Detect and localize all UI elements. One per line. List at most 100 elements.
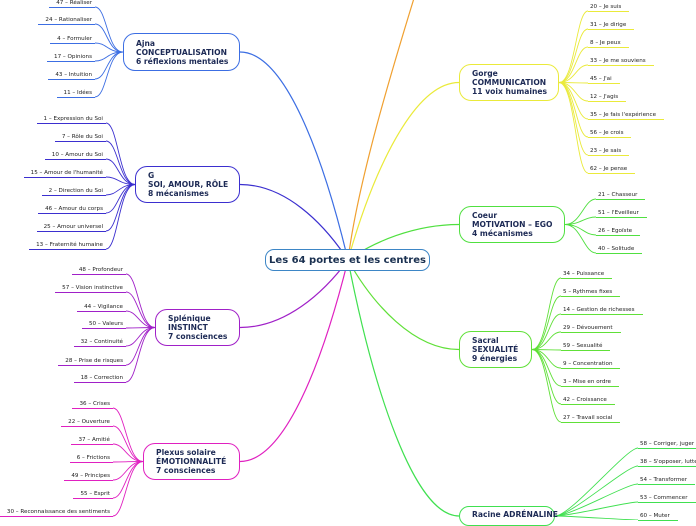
leaf-spleen-5[interactable]: 32 – Continuité [74,338,126,347]
topic-sacral-line-3: 9 énergies [472,354,518,363]
topic-coeur-line-1: Coeur [472,211,498,220]
leaf-coeur-2[interactable]: 51 – l'Eveilleur [596,209,647,218]
leaf-sacral-1[interactable]: 34 – Puissance [561,270,612,279]
leaf-g-3[interactable]: 10 – Amour du Soi [45,151,106,160]
leaf-gorge-3[interactable]: 8 – Je peux [588,39,629,48]
leaf-sacral-2[interactable]: 5 – Rythmes fixes [561,288,620,297]
leaf-sacral-6[interactable]: 9 – Concentration [561,360,620,369]
leaf-gorge-7[interactable]: 35 – Je fais l'expérience [588,111,664,120]
link-plexus-leaf-7 [112,461,144,517]
link-plexus-leaf-2 [112,425,144,462]
leaf-ajna-2[interactable]: 24 – Rationaliser [38,16,95,25]
leaf-coeur-3[interactable]: 26 – Egoïste [596,227,640,236]
leaf-gorge-9[interactable]: 23 – Je sais [588,147,629,156]
leaf-ajna-5[interactable]: 43 – Intuition [48,71,95,80]
leaf-gorge-5[interactable]: 45 – J'ai [588,75,620,84]
topic-splenique-line-2: INSTINCT [168,323,208,332]
topic-splenique[interactable]: Splénique INSTINCT 7 consciences [155,309,240,346]
leaf-g-2[interactable]: 7 – Rôle du Soi [55,133,106,142]
leaf-g-8[interactable]: 13 – Fraternité humaine [29,241,106,250]
leaf-coeur-4[interactable]: 40 – Solitude [596,245,642,254]
leaf-racine-3[interactable]: 54 – Transformer [638,476,695,485]
link-sacral-leaf-9 [531,349,562,423]
link-coeur-leaf-1 [564,198,597,225]
leaf-sacral-9[interactable]: 27 – Travail social [561,414,620,423]
leaf-spleen-6[interactable]: 28 – Prise de risques [58,357,126,366]
leaf-sacral-5[interactable]: 59 – Sexualité [561,342,610,351]
leaf-g-7[interactable]: 25 – Amour universel [37,223,106,232]
leaf-plexus-2[interactable]: 22 – Ouverture [61,418,113,427]
central-topic-label: Les 64 portes et les centres [269,254,426,266]
leaf-plexus-6[interactable]: 55 – Esprit [73,490,113,499]
link-gorge-leaf-4 [558,64,589,83]
link-spleen-leaf-6 [125,327,156,366]
leaf-plexus-5[interactable]: 49 – Principes [64,472,113,481]
leaf-spleen-4[interactable]: 50 – Valeurs [82,320,126,329]
link-center-spleen [239,259,349,329]
topic-gorge[interactable]: Gorge COMMUNICATION 11 voix humaines [459,64,559,101]
leaf-gorge-4[interactable]: 33 – Je me souviens [588,57,654,66]
topic-sacral-line-1: Sacral [472,336,499,345]
leaf-ajna-1[interactable]: 47 – Réaliser [49,0,95,8]
topic-gorge-line-2: COMMUNICATION [472,78,547,87]
leaf-spleen-1[interactable]: 48 – Profondeur [72,266,126,275]
link-g-leaf-8 [105,184,136,250]
topic-ajna[interactable]: Ajna CONCEPTUALISATION 6 réflexions ment… [123,33,240,71]
leaf-coeur-1[interactable]: 21 – Chasseur [596,191,645,200]
link-center-offscreen [347,0,415,261]
topic-coeur[interactable]: Coeur MOTIVATION – EGO 4 mécanismes [459,206,565,243]
link-gorge-leaf-2 [558,28,589,83]
leaf-ajna-6[interactable]: 11 – Idées [57,89,95,98]
topic-sacral[interactable]: Sacral SEXUALITÉ 9 énergies [459,331,532,368]
link-gorge-leaf-3 [558,46,589,83]
leaf-racine-2[interactable]: 38 – S'opposer, lutter [638,459,696,467]
leaf-g-4[interactable]: 15 – Amour de l'humanité [24,169,106,178]
leaf-plexus-1[interactable]: 36 – Crises [72,400,113,409]
topic-plexus-line-2: ÉMOTIONNALITÉ [156,457,227,466]
leaf-g-6[interactable]: 46 – Amour du corps [38,205,106,214]
link-center-racine [347,259,460,517]
topic-g-line-2: SOI, AMOUR, RÔLE [148,180,229,189]
link-sacral-leaf-2 [531,295,562,350]
leaf-ajna-4[interactable]: 17 – Opinions [47,53,95,62]
leaf-plexus-7[interactable]: 30 – Reconnaissance des sentiments [0,508,113,517]
leaf-gorge-1[interactable]: 20 – Je suis [588,3,629,12]
link-g-leaf-2 [105,140,136,185]
link-g-leaf-1 [105,122,136,185]
leaf-spleen-7[interactable]: 18 – Correction [74,374,126,383]
link-coeur-leaf-3 [564,224,597,236]
leaf-spleen-3[interactable]: 44 – Vigilance [77,303,126,312]
leaf-sacral-3[interactable]: 14 – Gestion de richesses [561,306,643,315]
link-sacral-leaf-4 [531,331,562,350]
leaf-racine-4[interactable]: 53 – Commencer [638,494,696,503]
topic-gorge-line-1: Gorge [472,69,498,78]
leaf-g-5[interactable]: 2 – Direction du Soi [42,187,106,196]
leaf-g-1[interactable]: 1 – Expression du Soi [37,115,106,124]
topic-racine[interactable]: Racine ADRÉNALINE [459,506,558,526]
leaf-plexus-3[interactable]: 37 – Amitié [71,436,113,445]
leaf-racine-1[interactable]: 58 – Corriger, juger [638,441,696,449]
leaf-gorge-6[interactable]: 12 – J'agis [588,93,626,102]
topic-ajna-line-3: 6 réflexions mentales [136,56,229,66]
leaf-gorge-10[interactable]: 62 – Je pense [588,165,635,174]
topic-g-line-3: 8 mécanismes [148,189,209,198]
leaf-gorge-2[interactable]: 31 – Je dirige [588,21,634,30]
central-topic[interactable]: Les 64 portes et les centres [265,249,430,271]
link-ajna-leaf-3 [94,42,124,53]
topic-g[interactable]: G SOI, AMOUR, RÔLE 8 mécanismes [135,166,240,203]
leaf-sacral-4[interactable]: 29 – Dévouement [561,324,621,333]
link-center-g [239,183,349,261]
leaf-plexus-4[interactable]: 6 – Frictions [70,454,113,463]
link-g-leaf-7 [105,184,136,232]
leaf-ajna-3[interactable]: 4 – Formuler [50,35,95,44]
link-center-sacral [347,259,460,351]
leaf-sacral-7[interactable]: 3 – Mise en ordre [561,378,619,387]
leaf-sacral-8[interactable]: 42 – Croissance [561,396,615,405]
leaf-gorge-8[interactable]: 56 – Je crois [588,129,631,138]
link-center-gorge [347,81,460,261]
leaf-spleen-2[interactable]: 57 – Vision instinctive [55,284,126,293]
link-plexus-leaf-3 [112,443,144,462]
topic-plexus-solaire[interactable]: Plexus solaire ÉMOTIONNALITÉ 7 conscienc… [143,443,240,480]
link-sacral-leaf-1 [531,277,562,350]
link-g-leaf-3 [105,158,136,185]
